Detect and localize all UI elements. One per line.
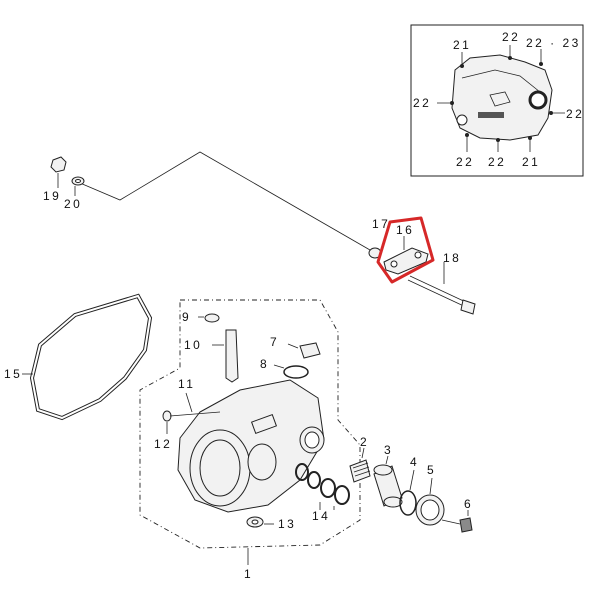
svg-text:13: 13 — [278, 517, 296, 531]
label-16: 16 — [396, 223, 414, 237]
label-inset-22-left: 22 — [413, 96, 431, 110]
part-9-seal: 9 — [182, 310, 220, 324]
svg-text:18: 18 — [443, 251, 461, 265]
label-inset-22-right: 22 — [566, 107, 584, 121]
part-7-plug: 7 — [270, 335, 321, 359]
part-13-washer: 13 — [246, 516, 296, 531]
svg-text:14: 14 — [312, 509, 330, 523]
part-8-oring: 8 — [260, 357, 309, 379]
part-16-bracket: 16 — [376, 216, 435, 284]
assembly-boundary-1 — [139, 299, 361, 549]
svg-text:17: 17 — [372, 217, 390, 231]
part-18-long-bolt: 18 — [407, 251, 476, 315]
part-5-cap: 5 — [415, 463, 445, 526]
part-15-gasket: 15 — [4, 293, 153, 421]
svg-text:12: 12 — [154, 437, 172, 451]
svg-text:2: 2 — [360, 435, 369, 449]
svg-text:3: 3 — [384, 443, 393, 457]
svg-text:6: 6 — [464, 497, 473, 511]
svg-text:5: 5 — [427, 463, 436, 477]
part-4-oring: 4 — [399, 455, 419, 516]
part-1-cover — [177, 379, 325, 513]
svg-text:19: 19 — [43, 189, 61, 203]
part-12-bolt: 12 — [154, 410, 221, 451]
label-inset-22-23: 22 · 23 — [526, 36, 581, 50]
svg-text:20: 20 — [64, 197, 82, 211]
highlight-outline-16 — [376, 216, 435, 284]
leader-19-20-to-17 — [79, 151, 371, 251]
part-20-washer: 20 — [64, 176, 85, 211]
part-2-spring: 2 — [349, 435, 371, 483]
part-14-rings: 14 — [295, 463, 350, 523]
part-17-washer: 17 — [368, 217, 390, 259]
inset-ring-detail — [528, 90, 548, 110]
label-inset-22: 22 — [502, 30, 520, 44]
svg-text:9: 9 — [182, 310, 191, 324]
label-inset-21-bottom: 21 — [522, 155, 540, 169]
label-inset-22-bottom-a: 22 — [456, 155, 474, 169]
part-11-screw: 11 — [178, 377, 195, 413]
label-1: 1 — [244, 567, 253, 581]
label-inset-22-bottom-b: 22 — [488, 155, 506, 169]
part-19-nut: 19 — [43, 156, 67, 203]
part-3-filter: 3 — [373, 443, 403, 508]
svg-text:7: 7 — [270, 335, 279, 349]
inset-view: 21 22 22 · 23 22 22 22 22 21 — [410, 24, 584, 177]
svg-text:10: 10 — [184, 338, 202, 352]
inset-cover-drawing — [451, 54, 553, 141]
svg-text:11: 11 — [178, 377, 195, 391]
svg-text:8: 8 — [260, 357, 269, 371]
part-10-pin: 10 — [184, 329, 239, 383]
svg-text:4: 4 — [410, 455, 419, 469]
label-inset-21: 21 — [453, 38, 471, 52]
svg-text:15: 15 — [4, 367, 22, 381]
part-6-bolt: 6 — [441, 497, 473, 533]
